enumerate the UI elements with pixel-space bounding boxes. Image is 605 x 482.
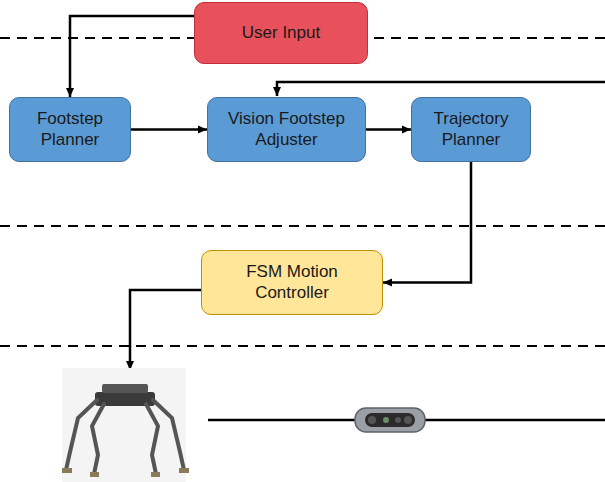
node-label: FSM Motion Controller	[210, 262, 374, 303]
flow-arrow	[383, 162, 471, 283]
node-label: Footstep Planner	[18, 109, 122, 150]
node-label: Vision Footstep Adjuster	[216, 109, 357, 150]
text-holder: Footstep Planner	[18, 109, 122, 150]
input-box: User Input	[194, 2, 368, 64]
node-label: Trajectory Planner	[420, 109, 522, 150]
text-holder: FSM Motion Controller	[210, 262, 374, 303]
robot-camera-link	[208, 419, 355, 422]
flow-arrow	[131, 128, 207, 131]
node-label: User Input	[242, 23, 320, 43]
command-line	[130, 290, 202, 370]
camera-feedback-line	[277, 82, 605, 96]
layer-dividers	[0, 38, 605, 346]
process-box: Vision Footstep Adjuster	[207, 97, 366, 162]
robot-illustration	[62, 368, 189, 482]
text-holder: User Input	[242, 23, 320, 43]
text-holder: Trajectory Planner	[420, 109, 522, 150]
depth-camera-icon	[355, 408, 425, 432]
flow-arrow	[366, 128, 411, 131]
flow-arrow	[70, 16, 194, 97]
text-holder: Vision Footstep Adjuster	[216, 109, 357, 150]
process-box: Footstep Planner	[9, 97, 131, 162]
camera-out-link	[425, 419, 605, 422]
controller-box: FSM Motion Controller	[201, 250, 383, 315]
process-box: Trajectory Planner	[411, 97, 531, 162]
